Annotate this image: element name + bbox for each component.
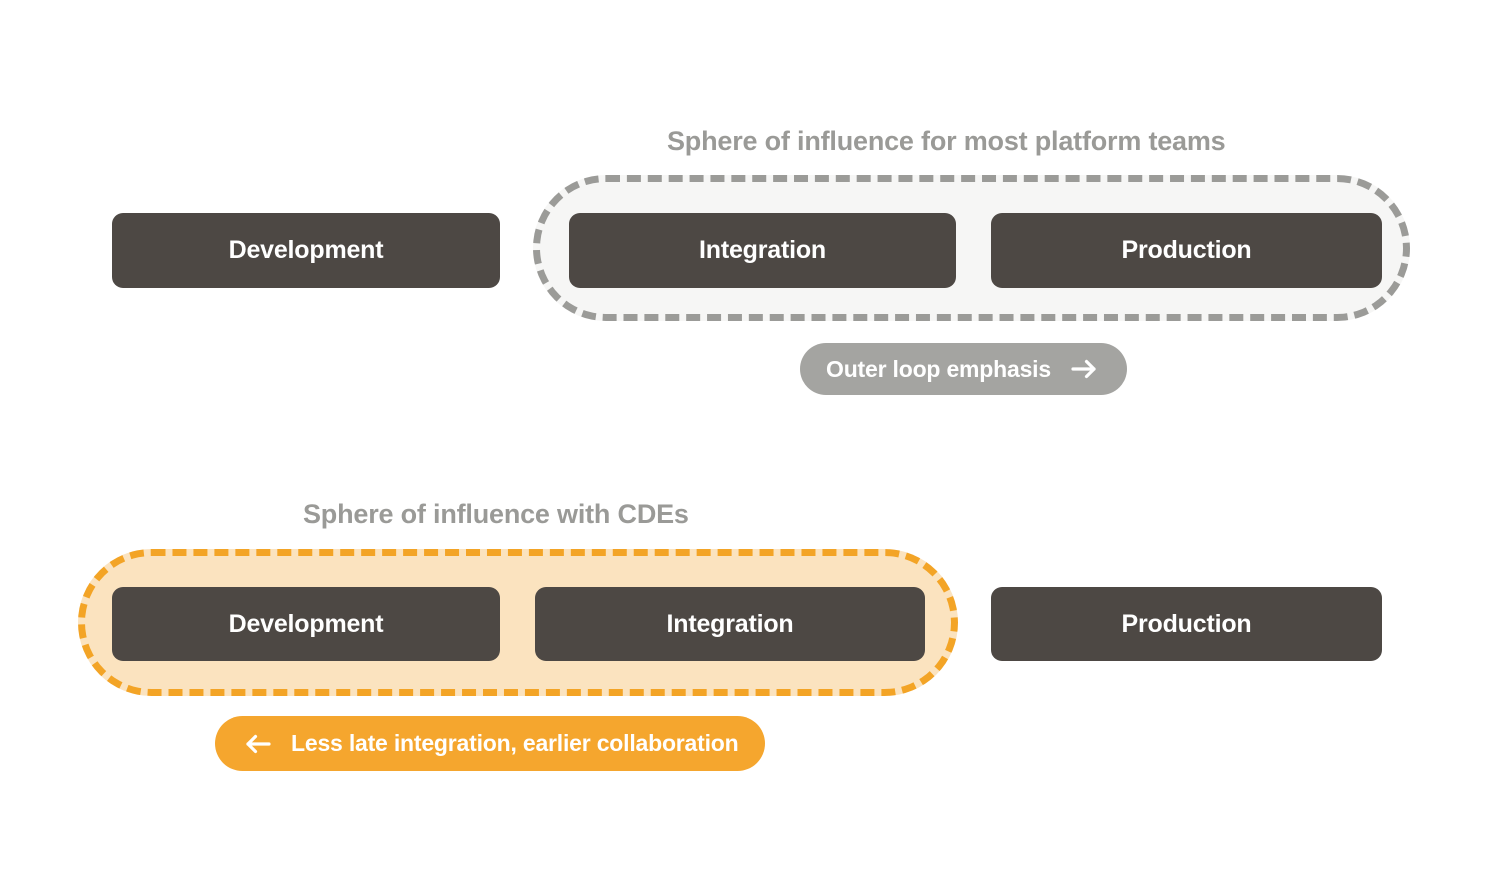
arrow-right-icon bbox=[1067, 352, 1101, 386]
less-late-integration-label: Less late integration, earlier collabora… bbox=[291, 730, 739, 756]
stage-box-development-top[interactable]: Development bbox=[112, 213, 500, 288]
arrow-left-icon bbox=[241, 727, 275, 761]
stage-box-production-bottom[interactable]: Production bbox=[991, 587, 1382, 661]
outer-loop-emphasis-label: Outer loop emphasis bbox=[826, 355, 1051, 382]
stage-box-integration-top[interactable]: Integration bbox=[569, 213, 956, 288]
top-sphere-caption: Sphere of influence for most platform te… bbox=[667, 126, 1226, 156]
outer-loop-emphasis-pill[interactable]: Outer loop emphasis bbox=[800, 343, 1127, 395]
stage-box-integration-bottom[interactable]: Integration bbox=[535, 587, 925, 661]
stage-box-production-top[interactable]: Production bbox=[991, 213, 1382, 288]
less-late-integration-pill[interactable]: Less late integration, earlier collabora… bbox=[215, 716, 765, 771]
bottom-sphere-caption: Sphere of influence with CDEs bbox=[303, 499, 689, 529]
stage-box-development-bottom[interactable]: Development bbox=[112, 587, 500, 661]
